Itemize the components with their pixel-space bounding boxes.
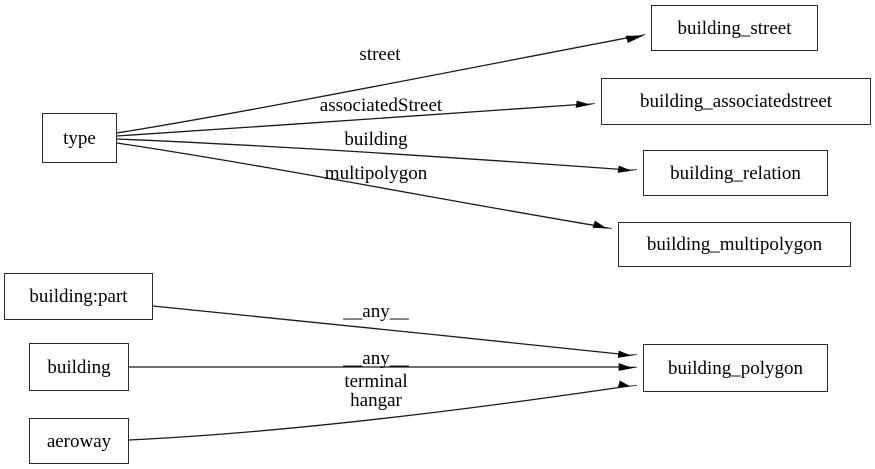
node-building-part[interactable]: building:part	[4, 273, 153, 320]
edge-label-associatedstreet: associatedStreet	[319, 95, 443, 116]
edge-building-building_polygon	[129, 363, 638, 371]
edge-label-hangar: hangar	[350, 390, 402, 411]
node-type[interactable]: type	[42, 113, 117, 163]
edge-type-building_associatedstreet	[116, 100, 596, 137]
edge-building_part-building_polygon	[152, 305, 638, 358]
node-building-multipolygon[interactable]: building_multipolygon	[618, 222, 851, 267]
edge-label-any-building: __any__	[343, 348, 409, 369]
edge-label-terminal: terminal	[344, 371, 408, 392]
edge-type-building_multipolygon	[116, 142, 613, 229]
edge-aeroway-building_polygon	[128, 380, 638, 441]
node-building[interactable]: building	[29, 343, 129, 391]
node-building-street[interactable]: building_street	[651, 5, 818, 51]
edge-type-building_street	[116, 34, 646, 134]
edge-label-multipolygon: multipolygon	[324, 163, 428, 184]
edge-type-building_relation	[116, 138, 638, 173]
node-aeroway[interactable]: aeroway	[29, 418, 129, 464]
edge-label-building: building	[344, 129, 408, 150]
node-building-associatedstreet[interactable]: building_associatedstreet	[601, 78, 871, 125]
node-building-relation[interactable]: building_relation	[643, 150, 828, 196]
node-building-polygon[interactable]: building_polygon	[643, 344, 828, 392]
edge-label-street: street	[359, 44, 401, 65]
edge-label-any-building-part: __any__	[343, 301, 409, 322]
